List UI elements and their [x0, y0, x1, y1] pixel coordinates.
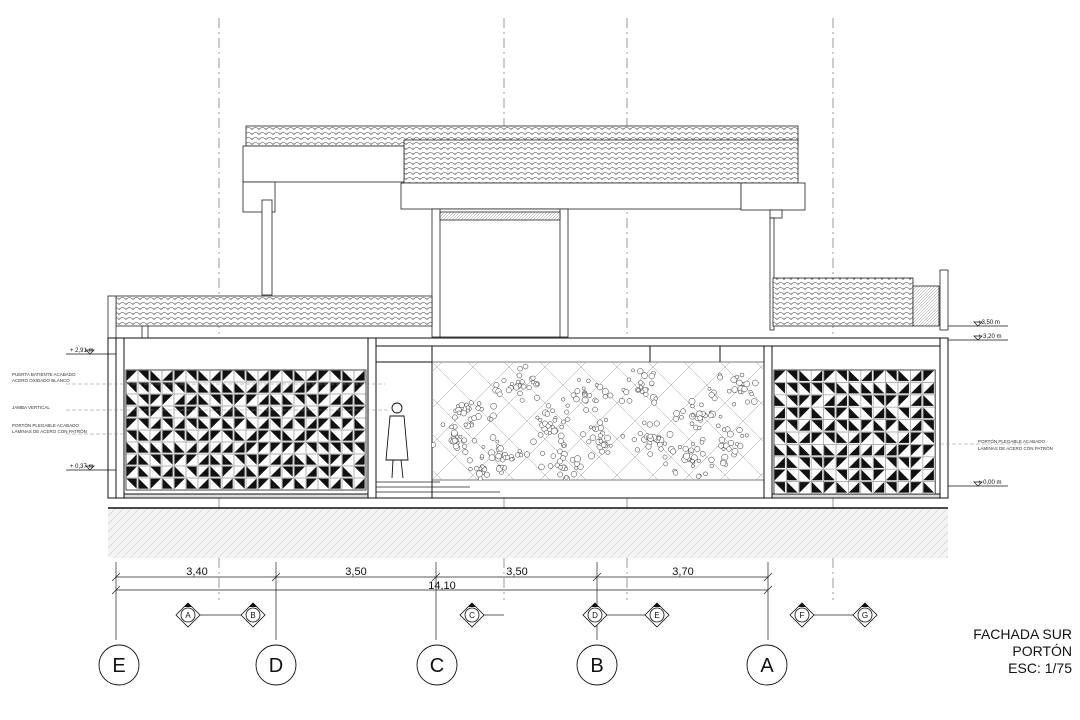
right-low-roof: [772, 269, 949, 331]
section-marker-d: D: [582, 602, 608, 628]
section-markers: A B C D E F G: [175, 602, 878, 628]
level-marker-left-top: + 2,91 m: [66, 348, 116, 355]
level-marker-left-bottom: + 0,37 m: [66, 464, 116, 471]
section-marker-label: B: [250, 611, 255, 620]
level-right-3: + 0,00 m: [978, 480, 1002, 486]
level-marker-right-bottom: + 0,00 m: [948, 480, 1008, 487]
dimension-segment-4: 3,70: [672, 566, 693, 578]
annotation-left-4: PORTÓN PLEGABLE ACABADO: [12, 422, 79, 428]
left-low-roof: [107, 295, 433, 343]
annotation-left-1: PUERTA BATIENTE ACABADO: [12, 372, 76, 377]
perforated-gate-panel-right: [773, 369, 936, 495]
section-marker-label: G: [862, 611, 868, 620]
grid-axis-label-e: E: [112, 655, 125, 677]
perforated-gate-panel-left: [125, 369, 367, 491]
grid-axis-label-a: A: [760, 655, 774, 677]
section-marker-g: G: [852, 602, 878, 628]
entry-steps: [376, 481, 500, 493]
section-marker-f: F: [789, 602, 815, 628]
level-left-2: + 0,37 m: [70, 464, 94, 470]
section-marker-b: B: [240, 602, 266, 628]
level-marker-right-top: +3,50 m: [948, 320, 1008, 327]
dimension-segment-3: 3,50: [506, 566, 527, 578]
section-marker-label: F: [800, 611, 805, 620]
section-marker-e: E: [644, 602, 670, 628]
section-marker-c: C: [459, 602, 485, 628]
upper-roof: [242, 125, 806, 296]
grid-axis-lines: [218, 18, 834, 600]
annotation-left-3: JAMBA VERTICAL: [12, 405, 50, 410]
grid-axis-label-b: B: [590, 655, 603, 677]
garden-panel: [431, 361, 765, 481]
section-marker-a: A: [175, 602, 201, 628]
section-marker-label: E: [654, 611, 659, 620]
dimension-segment-2: 3,50: [345, 566, 366, 578]
annotation-left-2: ACERO OXIDADO BLANCO: [12, 378, 70, 383]
grid-axis-a: A: [746, 644, 788, 686]
level-markers: + 2,91 m + 0,37 m +3,50 m + 3,20 m + 0,0…: [66, 320, 1008, 487]
annotation-leaders: [66, 383, 1030, 445]
grid-axis-label-c: C: [430, 655, 444, 677]
level-right-2: + 3,20 m: [978, 334, 1002, 340]
grid-axis-d: D: [255, 644, 297, 686]
level-right-1: +3,50 m: [978, 320, 1000, 326]
grid-axis-e: E: [98, 644, 140, 686]
drawing-subtitle: PORTÓN: [1012, 643, 1072, 659]
grid-axis-bubbles: E D C B A: [98, 644, 788, 686]
drawing-title-block: FACHADA SUR PORTÓN ESC: 1/75: [973, 626, 1072, 677]
drawing-scale: ESC: 1/75: [1008, 660, 1072, 676]
dimension-total: 14,10: [428, 580, 456, 592]
grid-axis-b: B: [576, 644, 618, 686]
grid-axis-c: C: [416, 644, 458, 686]
level-marker-right-mid: + 3,20 m: [948, 334, 1008, 341]
annotation-right-2: LÁMINAS DE ACERO CON PATRÓN: [978, 445, 1053, 451]
drawing-title: FACHADA SUR: [973, 626, 1072, 642]
annotation-left-5: LÁMINAS DE ACERO CON PATRÓN: [12, 428, 87, 434]
dimension-chain: 3,40 3,50 3,50 3,70 14,10: [111, 562, 773, 640]
grid-axis-label-d: D: [269, 655, 283, 677]
ground-hatch: [108, 508, 948, 558]
section-marker-label: C: [469, 611, 475, 620]
section-marker-label: D: [592, 611, 598, 620]
human-figure: [385, 402, 409, 479]
upper-tower: [431, 208, 775, 338]
level-left-1: + 2,91 m: [70, 348, 94, 354]
annotation-texts: PUERTA BATIENTE ACABADO ACERO OXIDADO BL…: [12, 372, 1053, 451]
section-marker-label: A: [185, 611, 191, 620]
climbing-plant-foliage: [432, 363, 759, 480]
dimension-segment-1: 3,40: [186, 566, 207, 578]
annotation-right-1: PORTÓN PLEGABLE ACABADO: [978, 438, 1045, 444]
